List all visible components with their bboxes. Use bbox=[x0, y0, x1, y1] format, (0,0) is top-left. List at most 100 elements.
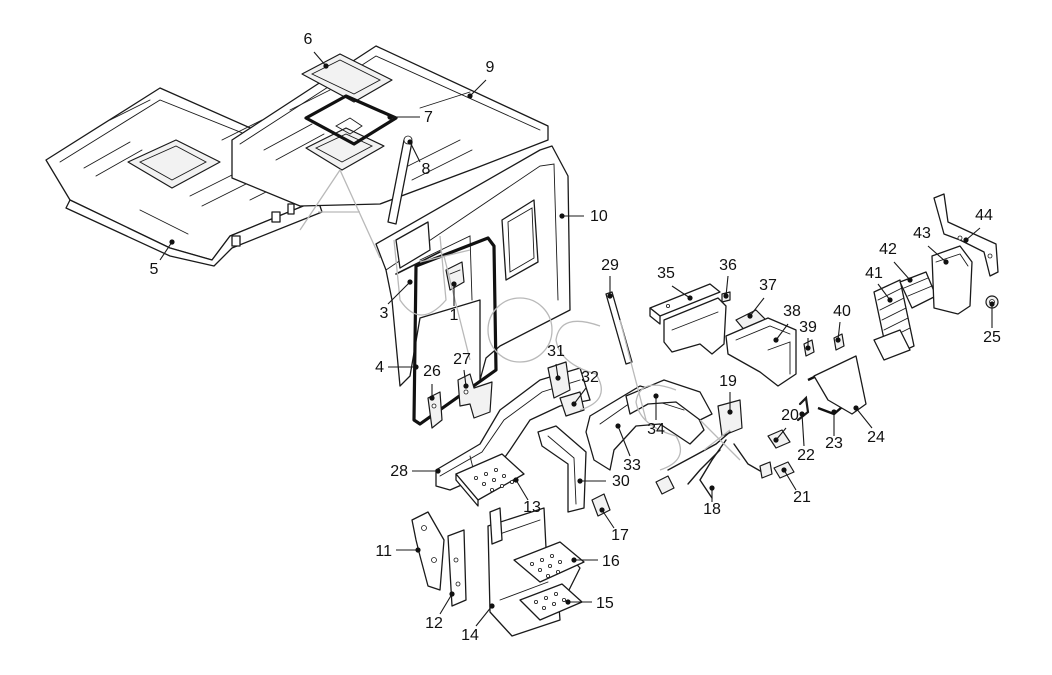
callout-10: 10 bbox=[559, 208, 608, 225]
callout-leader-5 bbox=[159, 241, 173, 261]
callout-dot-9 bbox=[467, 93, 473, 99]
callout-number-29: 29 bbox=[601, 257, 619, 274]
callout-22: 22 bbox=[797, 411, 815, 464]
callout-leader-43 bbox=[927, 245, 947, 263]
callout-number-28: 28 bbox=[390, 463, 408, 480]
callout-leader-41 bbox=[877, 283, 891, 301]
callout-dot-29 bbox=[607, 293, 613, 299]
callout-14: 14 bbox=[461, 603, 495, 644]
callout-number-38: 38 bbox=[783, 303, 801, 320]
callout-dot-6 bbox=[323, 63, 329, 69]
callout-number-41: 41 bbox=[865, 265, 883, 282]
callout-6: 6 bbox=[304, 31, 329, 69]
callout-13: 13 bbox=[513, 477, 541, 516]
callout-number-18: 18 bbox=[703, 501, 721, 518]
part-18-wiring-harness bbox=[655, 431, 773, 499]
callout-number-12: 12 bbox=[425, 615, 443, 632]
callout-dot-15 bbox=[565, 599, 571, 605]
callout-leader-38 bbox=[775, 323, 789, 341]
callout-dot-1 bbox=[451, 281, 457, 287]
callout-dot-11 bbox=[415, 547, 421, 553]
part-22-bracket bbox=[796, 395, 810, 422]
callout-number-5: 5 bbox=[150, 261, 159, 278]
callout-43: 43 bbox=[913, 225, 949, 265]
callout-dot-20 bbox=[773, 437, 779, 443]
callout-5: 5 bbox=[150, 239, 175, 278]
callout-33: 33 bbox=[615, 423, 641, 474]
callout-number-24: 24 bbox=[867, 429, 885, 446]
callout-number-43: 43 bbox=[913, 225, 931, 242]
callout-dot-4 bbox=[413, 364, 419, 370]
callout-17: 17 bbox=[599, 507, 629, 544]
callout-dot-16 bbox=[571, 557, 577, 563]
callout-18: 18 bbox=[703, 485, 721, 518]
part-20-clip bbox=[767, 429, 791, 449]
callout-number-8: 8 bbox=[422, 161, 431, 178]
part-7-hatch-seal bbox=[304, 94, 398, 146]
callout-number-34: 34 bbox=[647, 421, 665, 438]
callout-36: 36 bbox=[719, 257, 737, 299]
part-43-box bbox=[931, 245, 973, 315]
callout-12: 12 bbox=[425, 591, 455, 632]
part-26-hinge bbox=[427, 391, 443, 429]
callout-number-1: 1 bbox=[450, 307, 459, 324]
callout-30: 30 bbox=[577, 473, 630, 490]
callout-40: 40 bbox=[833, 303, 851, 343]
callout-leader-21 bbox=[783, 469, 797, 491]
callout-dot-23 bbox=[831, 409, 837, 415]
callout-number-30: 30 bbox=[612, 473, 630, 490]
callout-number-40: 40 bbox=[833, 303, 851, 320]
callout-27: 27 bbox=[453, 351, 471, 389]
callout-dot-37 bbox=[747, 313, 753, 319]
callout-dot-8 bbox=[407, 139, 413, 145]
callout-leader-42 bbox=[893, 261, 911, 281]
callout-11: 11 bbox=[375, 543, 421, 560]
part-11-bracket bbox=[411, 511, 445, 591]
callout-number-35: 35 bbox=[657, 265, 675, 282]
callout-number-6: 6 bbox=[304, 31, 313, 48]
callout-number-11: 11 bbox=[375, 543, 392, 560]
callout-number-44: 44 bbox=[975, 207, 993, 224]
callout-44: 44 bbox=[963, 207, 993, 243]
callout-dot-25 bbox=[989, 301, 995, 307]
part-3-trim bbox=[395, 251, 441, 275]
part-17-clip bbox=[591, 493, 611, 517]
callout-7: 7 bbox=[387, 109, 433, 126]
part-27-hinge bbox=[457, 373, 493, 419]
callout-leader-9 bbox=[469, 79, 487, 97]
part-16-step-upper bbox=[513, 541, 585, 583]
part-44-bracket bbox=[933, 193, 999, 277]
callout-dot-40 bbox=[835, 337, 841, 343]
callout-number-10: 10 bbox=[590, 208, 608, 225]
part-30-support bbox=[537, 425, 587, 513]
callout-number-42: 42 bbox=[879, 241, 897, 258]
callout-number-15: 15 bbox=[596, 595, 614, 612]
callout-number-37: 37 bbox=[759, 277, 777, 294]
callout-23: 23 bbox=[825, 409, 843, 452]
callout-dot-24 bbox=[853, 405, 859, 411]
callout-dot-32 bbox=[571, 401, 577, 407]
callout-dot-34 bbox=[653, 393, 659, 399]
callout-dot-42 bbox=[907, 277, 913, 283]
callout-4: 4 bbox=[375, 359, 419, 376]
callout-39: 39 bbox=[799, 319, 817, 351]
callout-number-33: 33 bbox=[623, 457, 641, 474]
callout-number-25: 25 bbox=[983, 329, 1001, 346]
callout-number-4: 4 bbox=[375, 359, 384, 376]
callout-8: 8 bbox=[407, 139, 431, 178]
callout-leader-33 bbox=[617, 425, 631, 457]
callout-number-9: 9 bbox=[486, 59, 495, 76]
callout-21: 21 bbox=[781, 467, 811, 506]
callout-number-21: 21 bbox=[793, 489, 811, 506]
callout-number-36: 36 bbox=[719, 257, 737, 274]
callout-number-31: 31 bbox=[547, 343, 565, 360]
callout-32: 32 bbox=[571, 369, 599, 407]
part-13-step bbox=[455, 453, 525, 507]
callout-26: 26 bbox=[423, 363, 441, 401]
callout-number-7: 7 bbox=[424, 109, 433, 126]
callout-leader-44 bbox=[965, 227, 981, 241]
callout-dot-26 bbox=[429, 395, 435, 401]
callout-35: 35 bbox=[657, 265, 693, 301]
